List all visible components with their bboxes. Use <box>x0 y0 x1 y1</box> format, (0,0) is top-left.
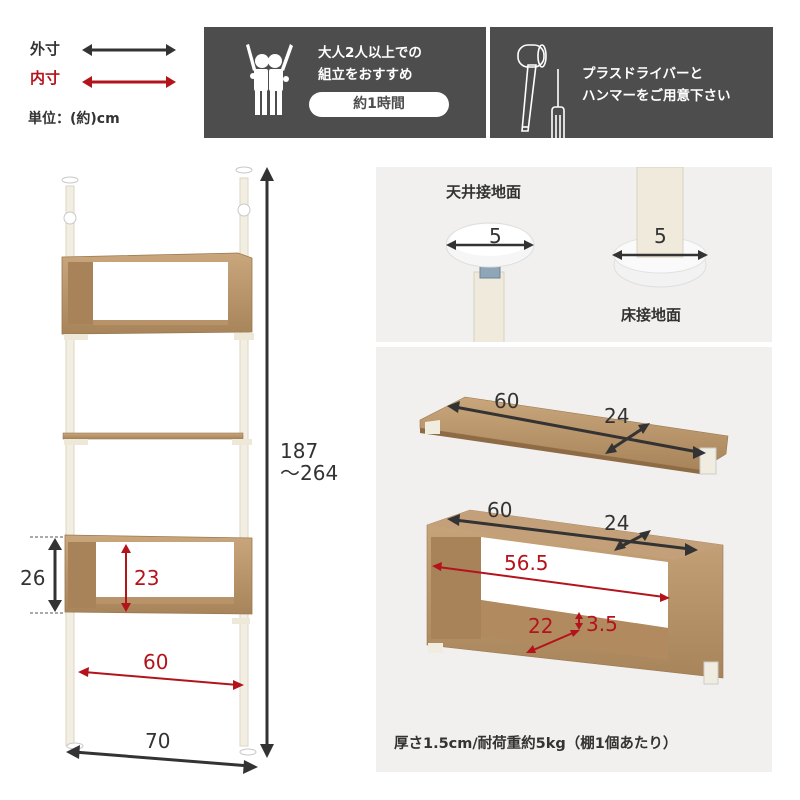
board-depth-value: 24 <box>604 404 630 428</box>
assembly-text-line2: 組立をおすすめ <box>318 67 413 83</box>
inner-width-value: 60 <box>143 650 169 674</box>
hammer-icon <box>517 44 547 132</box>
box-lip-height-value: 3.5 <box>586 612 618 636</box>
floor-diameter-value: 5 <box>654 224 667 248</box>
inner-dimension-label: 内寸 <box>30 69 61 87</box>
total-height-value: 187 ～264 <box>280 439 339 485</box>
box-inner-height-arrow-icon <box>121 544 131 612</box>
box-lip-height-arrow-icon <box>575 612 583 630</box>
floor-contact-label: 床接地面 <box>621 306 682 324</box>
shelf-detail-illustration <box>419 396 729 685</box>
box-inner-height-value: 23 <box>134 566 160 590</box>
floor-contact-illustration <box>612 167 708 288</box>
outer-dimension-arrow-icon <box>82 44 176 56</box>
screwdriver-icon <box>551 69 565 146</box>
total-height-arrow-icon <box>260 167 274 758</box>
box-inner-depth-value: 22 <box>528 614 554 638</box>
ceiling-diameter-value: 5 <box>489 224 502 248</box>
box-width-value: 60 <box>487 498 513 522</box>
box-inner-width-value: 56.5 <box>504 551 549 575</box>
contact-surface-panel: 天井接地面 5 5 床接地面 <box>376 167 772 342</box>
tools-info-panel: プラスドライバーと ハンマーをご用意下さい <box>490 27 773 146</box>
middle-board-shelf <box>62 432 252 445</box>
shelf-unit-diagram <box>30 166 274 774</box>
shelf-detail-panel: 60 24 60 24 56.5 22 3.5 厚さ1.5cm/耐荷重約5kg（… <box>376 347 772 772</box>
box-depth-value: 24 <box>604 511 630 535</box>
inner-dimension-arrow-icon <box>82 76 176 88</box>
outer-dimension-label: 外寸 <box>30 40 61 58</box>
outer-width-arrow-icon <box>66 745 258 774</box>
box-inner-depth-arrow-icon <box>526 630 580 653</box>
ceiling-contact-illustration <box>446 222 535 342</box>
board-width-arrow-icon <box>447 401 706 459</box>
inner-width-arrow-icon <box>78 667 244 690</box>
box-inner-width-arrow-icon <box>432 562 670 602</box>
assembly-time-badge: 約1時間 <box>309 92 449 117</box>
box-depth-arrow-icon <box>614 530 651 551</box>
two-people-cheering-icon <box>246 44 293 115</box>
assembly-text-line1: 大人2人以上での <box>318 45 422 61</box>
box-width-arrow-icon <box>447 514 698 556</box>
tools-text-line1: プラスドライバーと <box>582 66 703 82</box>
top-box-shelf <box>61 252 254 340</box>
outer-width-value: 70 <box>145 729 171 753</box>
assembly-info-panel: 大人2人以上での 組立をおすすめ 約1時間 <box>204 27 486 138</box>
box-outer-height-value: 26 <box>20 566 46 590</box>
tools-text-line2: ハンマーをご用意下さい <box>582 88 731 104</box>
board-width-value: 60 <box>494 389 520 413</box>
ceiling-contact-label: 天井接地面 <box>446 183 522 201</box>
board-depth-arrow-icon <box>605 423 650 454</box>
bottom-box-shelf <box>64 534 253 624</box>
shelf-spec-caption: 厚さ1.5cm/耐荷重約5kg（棚1個あたり） <box>394 736 678 752</box>
unit-label: 単位：(約)cm <box>28 111 120 127</box>
box-outer-height-arrow-icon <box>30 536 65 614</box>
